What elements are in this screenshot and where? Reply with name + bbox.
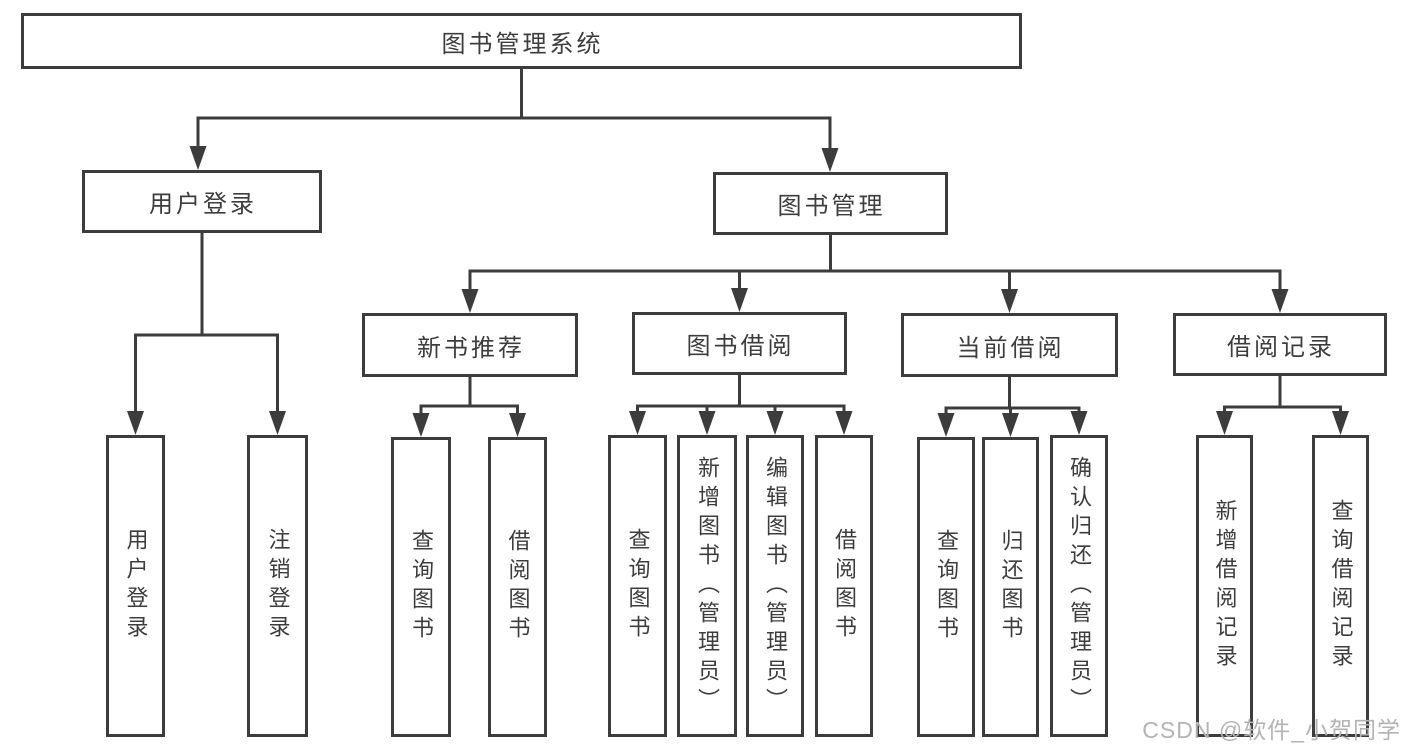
arrowhead-down-icon <box>412 413 430 437</box>
arrowhead-down-icon <box>629 411 646 435</box>
arrowhead-down-icon <box>766 411 784 435</box>
edge-connector <box>520 69 832 156</box>
arrowhead-down-icon <box>1001 289 1018 313</box>
arrowhead-down-icon <box>698 411 716 435</box>
edge-connector <box>944 377 1011 421</box>
edge-connector <box>134 233 204 419</box>
node-label: 查询图书 <box>934 529 959 645</box>
node-bb-add-book-admin: 新增图书（管理员） <box>677 435 737 737</box>
node-cb-return-book: 归还图书 <box>982 437 1039 737</box>
node-label: 新增借阅记录 <box>1212 499 1238 673</box>
node-book-borrow: 图书借阅 <box>632 312 847 375</box>
node-new-book-recommend: 新书推荐 <box>362 313 578 377</box>
arrowhead-down-icon <box>1002 413 1019 437</box>
node-nb-borrow-book: 借阅图书 <box>488 437 547 737</box>
node-bb-edit-book-admin: 编辑图书（管理员） <box>746 435 804 737</box>
edge-connector <box>200 233 279 419</box>
node-br-add-record: 新增借阅记录 <box>1196 435 1253 737</box>
edge-connector <box>1008 377 1081 419</box>
node-current-borrow: 当前借阅 <box>901 313 1118 377</box>
node-label: 查询图书 <box>625 528 651 644</box>
edge-connector <box>829 235 1282 297</box>
arrowhead-down-icon <box>1332 411 1349 435</box>
arrowhead-down-icon <box>835 411 853 435</box>
node-label: 借阅图书 <box>832 528 857 644</box>
node-label: 查询借阅记录 <box>1328 499 1354 673</box>
node-cb-confirm-return-admin: 确认归还（管理员） <box>1050 435 1108 737</box>
edge-connector <box>738 235 832 296</box>
node-bb-query-book: 查询图书 <box>608 435 667 737</box>
node-label: 归还图书 <box>998 529 1024 645</box>
arrowhead-down-icon <box>269 411 286 435</box>
arrowhead-down-icon <box>731 288 748 312</box>
edge-connector <box>1223 376 1282 419</box>
node-book-management: 图书管理 <box>713 172 948 235</box>
edge-connector <box>1278 376 1342 419</box>
arrowhead-down-icon <box>189 146 207 170</box>
arrowhead-down-icon <box>1216 411 1233 435</box>
node-label: 新书推荐 <box>417 334 525 362</box>
node-label: 用户登录 <box>123 528 149 644</box>
node-nb-query-book: 查询图书 <box>391 437 451 737</box>
arrowhead-down-icon <box>127 411 144 435</box>
node-label: 注销登录 <box>265 528 291 644</box>
edge-connector <box>738 375 846 419</box>
node-label: 图书管理 <box>777 193 886 220</box>
node-label: 编辑图书（管理员） <box>763 455 788 717</box>
arrowhead-down-icon <box>461 289 479 313</box>
arrowhead-down-icon <box>1070 411 1088 435</box>
edge-connector <box>829 235 1011 297</box>
node-user-login: 用户登录 <box>82 170 322 233</box>
node-label: 确认归还（管理员） <box>1067 455 1092 717</box>
node-label: 图书借阅 <box>686 333 795 360</box>
watermark: CSDN @软件_小贺同学 <box>1142 717 1401 743</box>
node-borrow-record: 借阅记录 <box>1173 313 1387 376</box>
edge-connector <box>468 235 832 297</box>
node-label: 查询图书 <box>409 529 434 645</box>
node-cb-query-book: 查询图书 <box>917 437 975 737</box>
node-label: 用户登录 <box>149 191 257 218</box>
node-label: 借阅图书 <box>505 529 531 645</box>
arrowhead-down-icon <box>509 413 526 437</box>
node-root: 图书管理系统 <box>21 13 1022 69</box>
node-label: 当前借阅 <box>956 334 1065 362</box>
node-label: 借阅记录 <box>1227 334 1335 361</box>
node-login: 用户登录 <box>106 435 165 737</box>
node-br-query-record: 查询借阅记录 <box>1312 435 1369 737</box>
edge-connector <box>636 375 741 419</box>
node-label: 图书管理系统 <box>441 30 604 58</box>
node-bb-borrow-book: 借阅图书 <box>815 435 873 737</box>
node-logout: 注销登录 <box>247 435 308 737</box>
edge-connector <box>196 69 523 154</box>
arrowhead-down-icon <box>937 413 955 437</box>
node-label: 新增图书（管理员） <box>695 455 720 717</box>
arrowhead-down-icon <box>1271 289 1289 313</box>
arrowhead-down-icon <box>821 148 839 172</box>
